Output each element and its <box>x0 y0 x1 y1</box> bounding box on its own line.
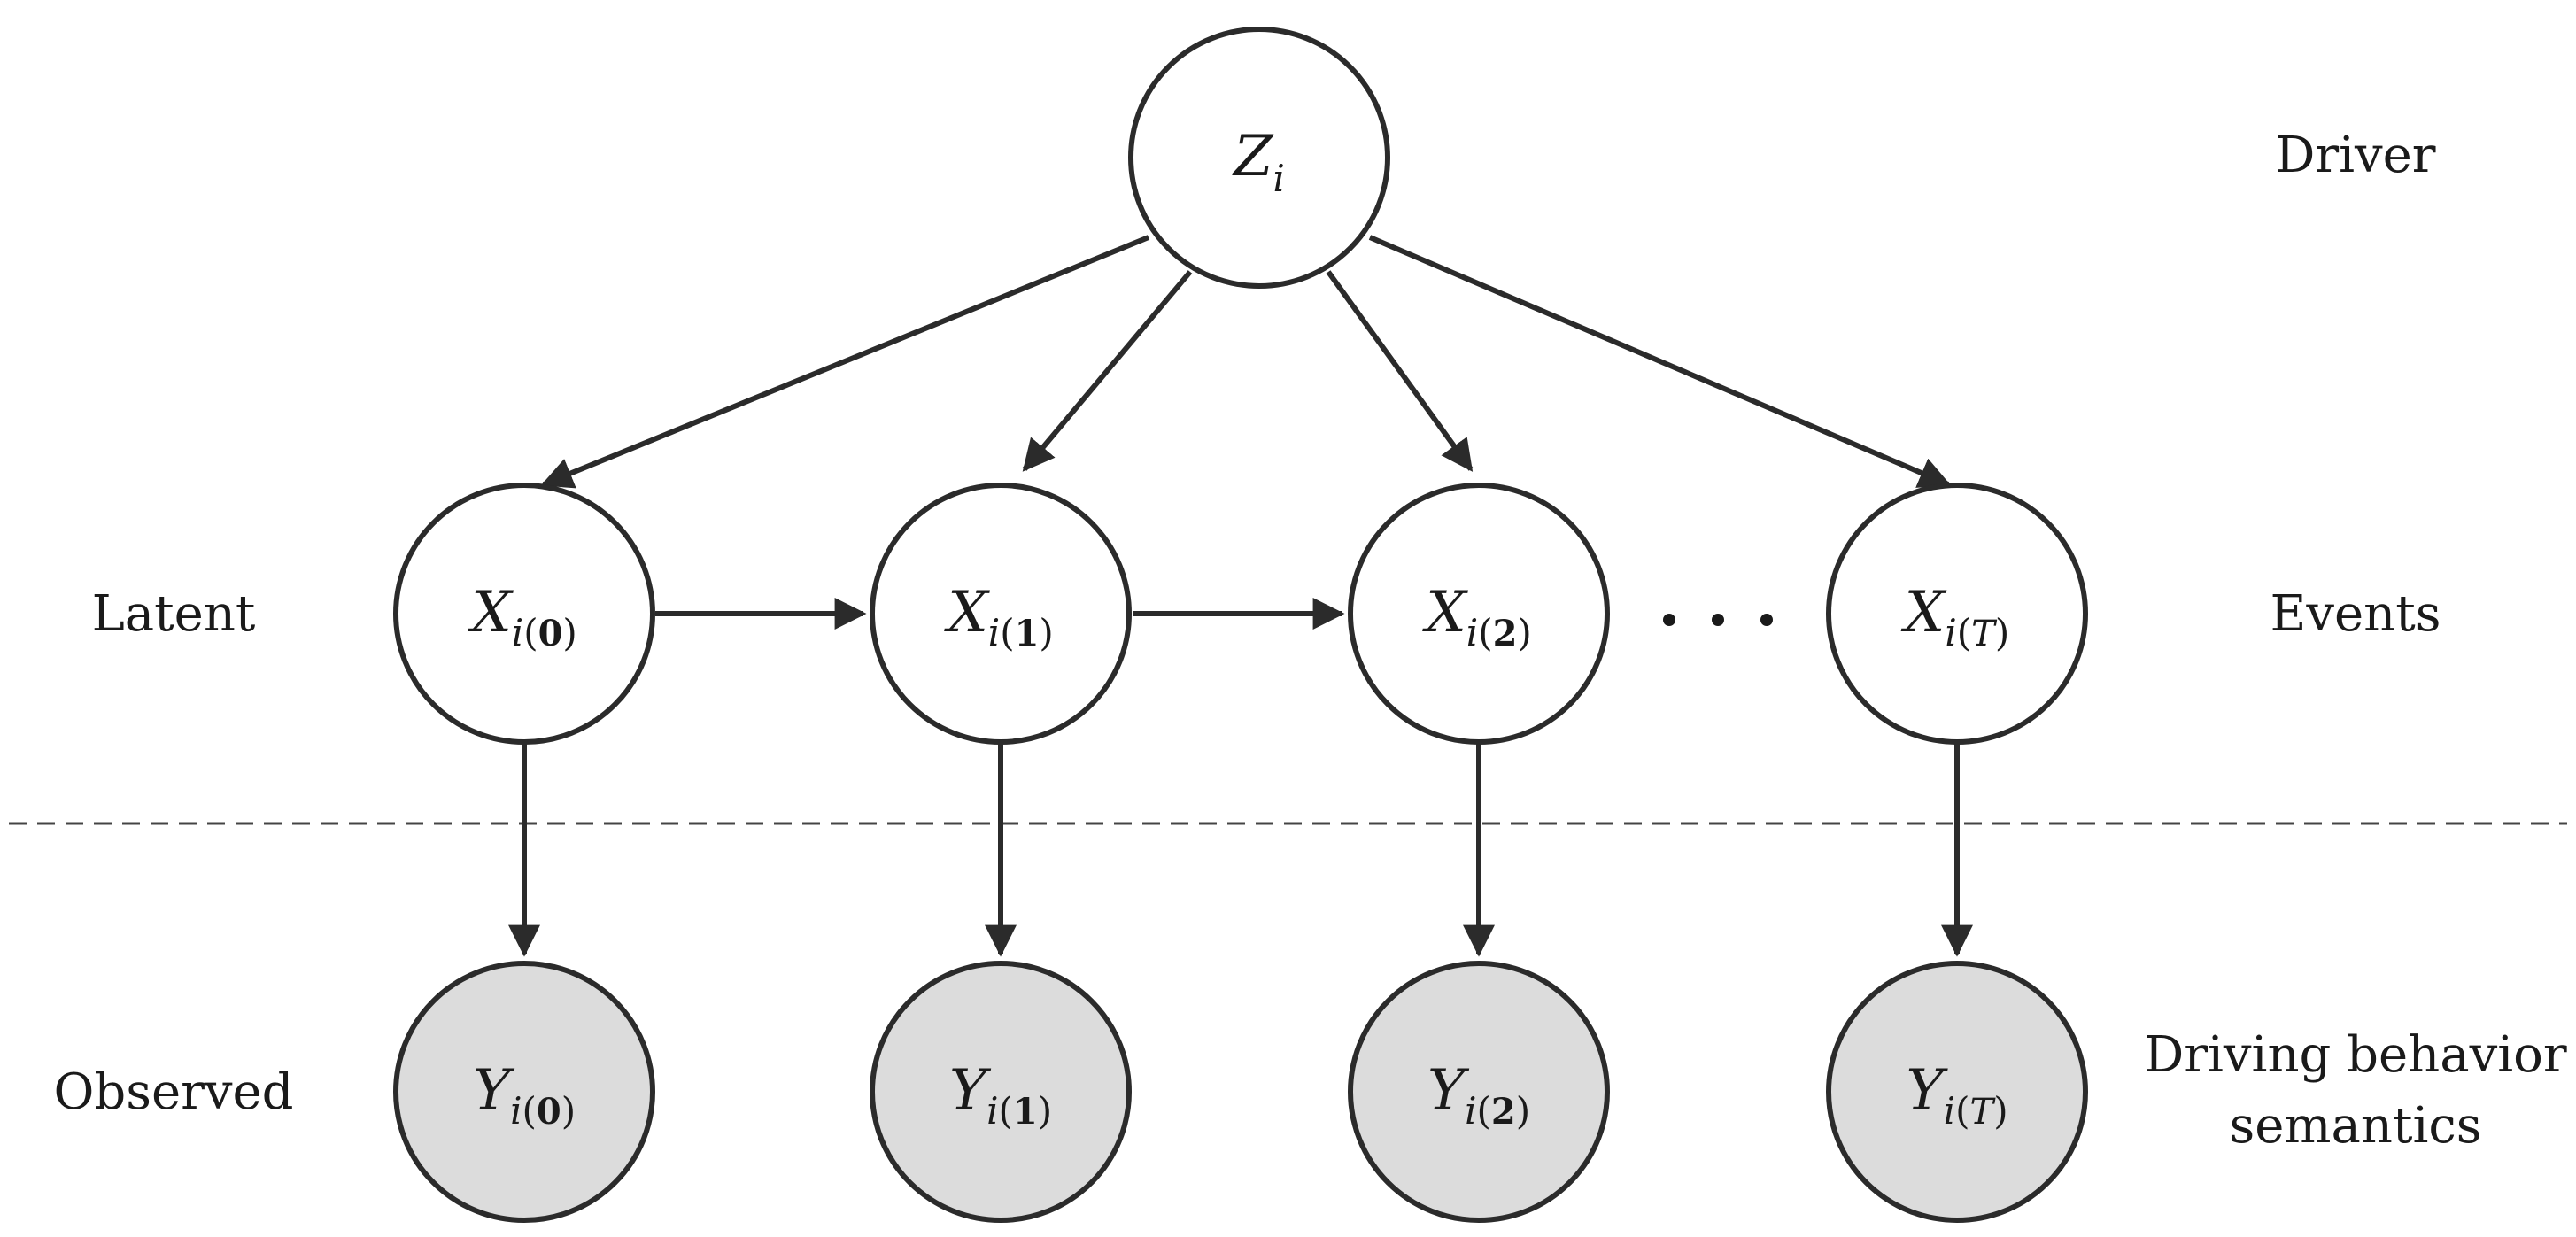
node-x0: Xi(0) <box>393 483 655 745</box>
svg-text:Xi(1): Xi(1) <box>943 580 1054 654</box>
label-observed: Observed <box>53 1063 293 1121</box>
node-x1-symbol: X <box>943 580 990 646</box>
node-x2-close-paren: ) <box>1517 611 1531 654</box>
node-yt: Yi(T) <box>1826 961 2088 1223</box>
node-x2-index: 2 <box>1493 613 1518 654</box>
node-y1-open-paren: ( <box>999 1089 1013 1133</box>
node-y1-close-paren: ) <box>1038 1089 1052 1133</box>
node-z: Zi <box>1128 27 1390 289</box>
node-x0-close-paren: ) <box>562 611 576 654</box>
node-xt-open-paren: ( <box>1957 611 1971 654</box>
node-y0-index: 0 <box>537 1091 561 1133</box>
node-xt: Xi(T) <box>1826 483 2088 745</box>
svg-text:Xi(T): Xi(T) <box>1900 580 2009 654</box>
svg-text:Zi: Zi <box>1232 124 1285 200</box>
node-x1-close-paren: ) <box>1039 611 1053 654</box>
node-y2: Yi(2) <box>1348 961 1610 1223</box>
node-z-symbol: Z <box>1232 124 1274 189</box>
edge-z-to-x1 <box>1022 270 1193 472</box>
node-x0-symbol: X <box>467 580 514 646</box>
label-semantics-line1: Driving behavior <box>2144 1026 2567 1084</box>
svg-text:Yi(T): Yi(T) <box>1906 1058 2007 1133</box>
node-x0-subscript: i <box>512 611 523 654</box>
node-yt-index: T <box>1970 1092 1997 1133</box>
node-x0-open-paren: ( <box>523 611 538 654</box>
svg-text:Yi(0): Yi(0) <box>473 1058 576 1133</box>
label-driver: Driver <box>2275 127 2435 184</box>
node-x2-symbol: X <box>1421 580 1468 646</box>
node-xt-close-paren: ) <box>1995 611 2009 654</box>
node-xt-symbol: X <box>1900 580 1947 646</box>
ellipsis-dots <box>1663 614 1773 626</box>
node-y2-index: 2 <box>1491 1091 1516 1133</box>
label-latent: Latent <box>92 585 256 643</box>
node-x1-open-paren: ( <box>1000 611 1014 654</box>
node-y0: Yi(0) <box>393 961 655 1223</box>
node-y1: Yi(1) <box>870 961 1132 1223</box>
node-y2-symbol: Y <box>1427 1058 1470 1124</box>
node-yt-symbol: Y <box>1906 1058 1948 1124</box>
svg-text:Yi(2): Yi(2) <box>1427 1058 1530 1133</box>
edge-z-to-x0 <box>540 235 1150 489</box>
node-y1-symbol: Y <box>949 1058 992 1124</box>
node-x2: Xi(2) <box>1348 483 1610 745</box>
svg-text:Yi(1): Yi(1) <box>949 1058 1052 1133</box>
node-y0-symbol: Y <box>473 1058 515 1124</box>
node-y2-subscript: i <box>1465 1089 1476 1133</box>
node-x1-subscript: i <box>988 611 1000 654</box>
node-x2-open-paren: ( <box>1478 611 1492 654</box>
node-yt-close-paren: ) <box>1993 1089 2007 1133</box>
node-y0-open-paren: ( <box>522 1089 537 1133</box>
svg-text:Xi(0): Xi(0) <box>467 580 577 654</box>
node-y2-close-paren: ) <box>1516 1089 1530 1133</box>
node-x0-index: 0 <box>538 613 563 654</box>
node-x2-subscript: i <box>1466 611 1478 654</box>
node-y2-open-paren: ( <box>1477 1089 1491 1133</box>
node-y1-index: 1 <box>1013 1091 1038 1133</box>
node-yt-open-paren: ( <box>1955 1089 1969 1133</box>
node-y0-close-paren: ) <box>561 1089 576 1133</box>
node-y1-subscript: i <box>986 1089 998 1133</box>
edge-z-to-x2 <box>1326 270 1474 472</box>
edge-z-to-xt <box>1368 235 1952 488</box>
label-semantics-line2: semantics <box>2230 1097 2482 1155</box>
node-xt-subscript: i <box>1945 611 1956 654</box>
node-yt-subscript: i <box>1944 1089 1955 1133</box>
node-y0-subscript: i <box>510 1089 522 1133</box>
svg-text:Xi(2): Xi(2) <box>1421 580 1532 654</box>
node-xt-index: T <box>1971 614 1998 654</box>
node-z-subscript: i <box>1273 157 1285 200</box>
node-x1-index: 1 <box>1015 613 1040 654</box>
label-events: Events <box>2270 585 2441 643</box>
node-x1: Xi(1) <box>870 483 1132 745</box>
